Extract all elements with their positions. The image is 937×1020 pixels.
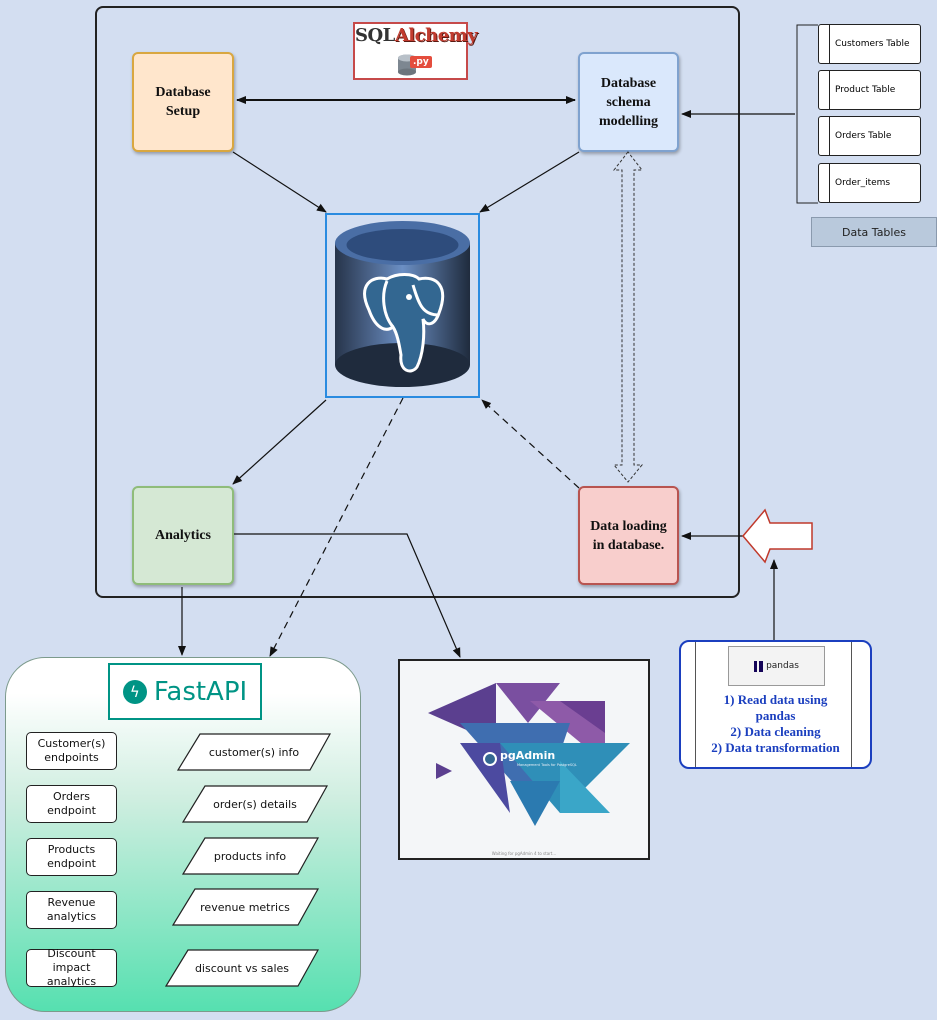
discount-endpoint[interactable]: Discount impact analytics — [26, 947, 117, 988]
database-setup-label: Database Setup — [155, 85, 211, 119]
pgadmin-elephant-icon — [483, 752, 497, 766]
sqlalchemy-logo-prefix: SQL — [355, 25, 395, 46]
discount-output-text: discount vs sales — [195, 962, 289, 975]
customers-endpoint-label: Customer(s) endpoints — [37, 737, 106, 764]
output-parallelogram — [181, 785, 329, 823]
product-table-label: Product Table — [835, 85, 896, 95]
customers-table-label: Customers Table — [835, 39, 910, 49]
pandas-icon — [754, 660, 764, 672]
sqlalchemy-logo: SQLAlchemy .py — [353, 22, 478, 80]
data-tables-label: Data Tables — [811, 217, 937, 247]
pandas-process-box[interactable]: pandas 1) Read data using pandas 2) Data… — [679, 640, 872, 769]
products-output-text: products info — [214, 850, 286, 863]
orders-endpoint-label: Orders endpoint — [47, 790, 96, 817]
product-table[interactable]: Product Table — [818, 70, 921, 110]
postgresql-database[interactable] — [325, 213, 480, 398]
orders-table[interactable]: Orders Table — [818, 116, 921, 156]
order-items-table[interactable]: Order_items — [818, 163, 921, 203]
tables-bracket — [796, 24, 818, 204]
schema-modelling-node[interactable]: Database schema modelling — [578, 52, 679, 152]
postgresql-elephant-icon — [335, 221, 470, 387]
products-endpoint[interactable]: Products endpoint — [26, 838, 117, 876]
revenue-endpoint-label: Revenue analytics — [46, 896, 97, 923]
analytics-label: Analytics — [155, 528, 211, 543]
output-parallelogram — [176, 733, 332, 771]
database-setup-node[interactable]: Database Setup — [132, 52, 234, 152]
pandas-steps: 1) Read data using pandas 2) Data cleani… — [681, 692, 870, 756]
revenue-output-text: revenue metrics — [200, 901, 290, 914]
fastapi-logo-text: FastAPI — [153, 676, 248, 707]
pandas-step-2: 2) Data cleaning — [730, 724, 821, 739]
output-parallelogram — [171, 888, 320, 926]
pandas-step-3: 2) Data transformation — [711, 740, 840, 755]
schema-modelling-label: Database schema modelling — [598, 75, 659, 129]
output-parallelogram — [164, 949, 320, 987]
customers-table[interactable]: Customers Table — [818, 24, 921, 64]
pgadmin-caption: Waiting for pgAdmin 4 to start... — [491, 851, 557, 856]
discount-endpoint-label: Discount impact analytics — [46, 947, 97, 988]
pgadmin-title: pgAdmin — [500, 749, 556, 762]
pgadmin-splash: pgAdmin Management Tools for PostgreSQL … — [398, 659, 650, 860]
customers-endpoint[interactable]: Customer(s) endpoints — [26, 732, 117, 770]
pandas-logo: pandas — [728, 646, 825, 686]
lightning-bolt-icon: ϟ — [122, 679, 147, 704]
orders-output-text: order(s) details — [213, 798, 297, 811]
pgadmin-triangles-graphic — [428, 683, 630, 826]
system-boundary-frame — [95, 6, 740, 598]
orders-endpoint[interactable]: Orders endpoint — [26, 785, 117, 823]
orders-table-label: Orders Table — [835, 131, 892, 141]
python-badge: .py — [410, 56, 432, 68]
output-parallelogram — [181, 837, 320, 875]
revenue-endpoint[interactable]: Revenue analytics — [26, 891, 117, 929]
pandas-step-1: 1) Read data using — [723, 692, 828, 707]
pgadmin-subtitle: Management Tools for PostgreSQL — [517, 763, 577, 767]
sqlalchemy-logo-suffix: Alchemy — [394, 25, 478, 46]
customers-output-text: customer(s) info — [209, 746, 300, 759]
analytics-node[interactable]: Analytics — [132, 486, 234, 585]
order-items-table-label: Order_items — [835, 178, 891, 188]
pandas-logo-text: pandas — [766, 661, 799, 671]
products-endpoint-label: Products endpoint — [47, 843, 96, 870]
data-loading-node[interactable]: Data loading in database. — [578, 486, 679, 585]
data-loading-label: Data loading in database. — [590, 518, 667, 553]
pandas-step-1-cont: pandas — [755, 708, 796, 723]
